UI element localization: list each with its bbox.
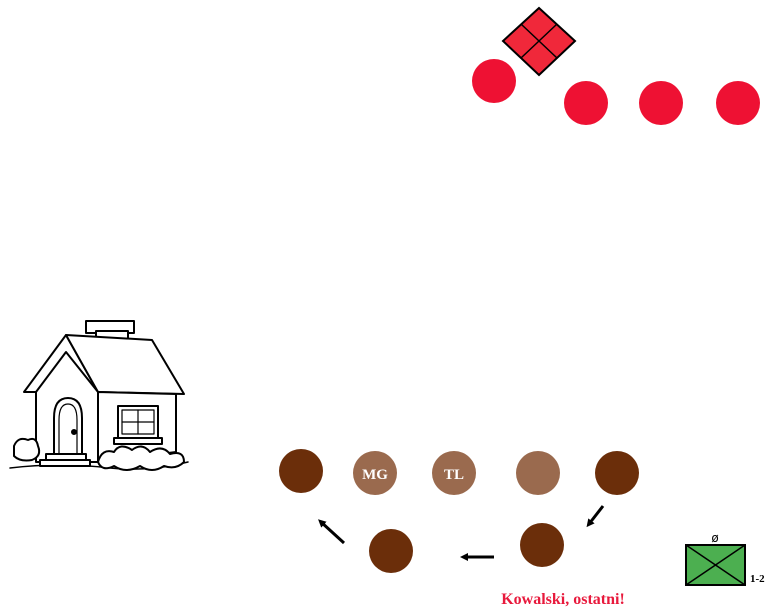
arrow-icon: [586, 505, 605, 528]
caption: Kowalski, ostatni!: [501, 591, 625, 607]
friendly-soldier: [595, 451, 639, 495]
unit-symbol-mark: ø: [711, 531, 718, 545]
unit-symbol: ø 1-2: [685, 531, 765, 586]
house-icon: [9, 320, 189, 471]
enemy-hq-icon: [501, 6, 577, 77]
team-leader-token: [432, 451, 476, 495]
machine-gunner-token: [353, 451, 397, 495]
friendly-soldier: [520, 523, 564, 567]
unit-designation: 1-2: [750, 573, 765, 585]
arrow-icon: [318, 519, 346, 545]
mg-label: MG: [362, 467, 388, 483]
friendly-soldier: [516, 451, 560, 495]
enemy-soldier: [564, 81, 608, 125]
enemy-soldier: [716, 81, 760, 125]
friendly-soldier: [279, 449, 323, 493]
enemy-soldier: [472, 59, 516, 103]
tl-label: TL: [444, 467, 464, 483]
enemy-soldier: [639, 81, 683, 125]
friendly-soldier: [369, 529, 413, 573]
